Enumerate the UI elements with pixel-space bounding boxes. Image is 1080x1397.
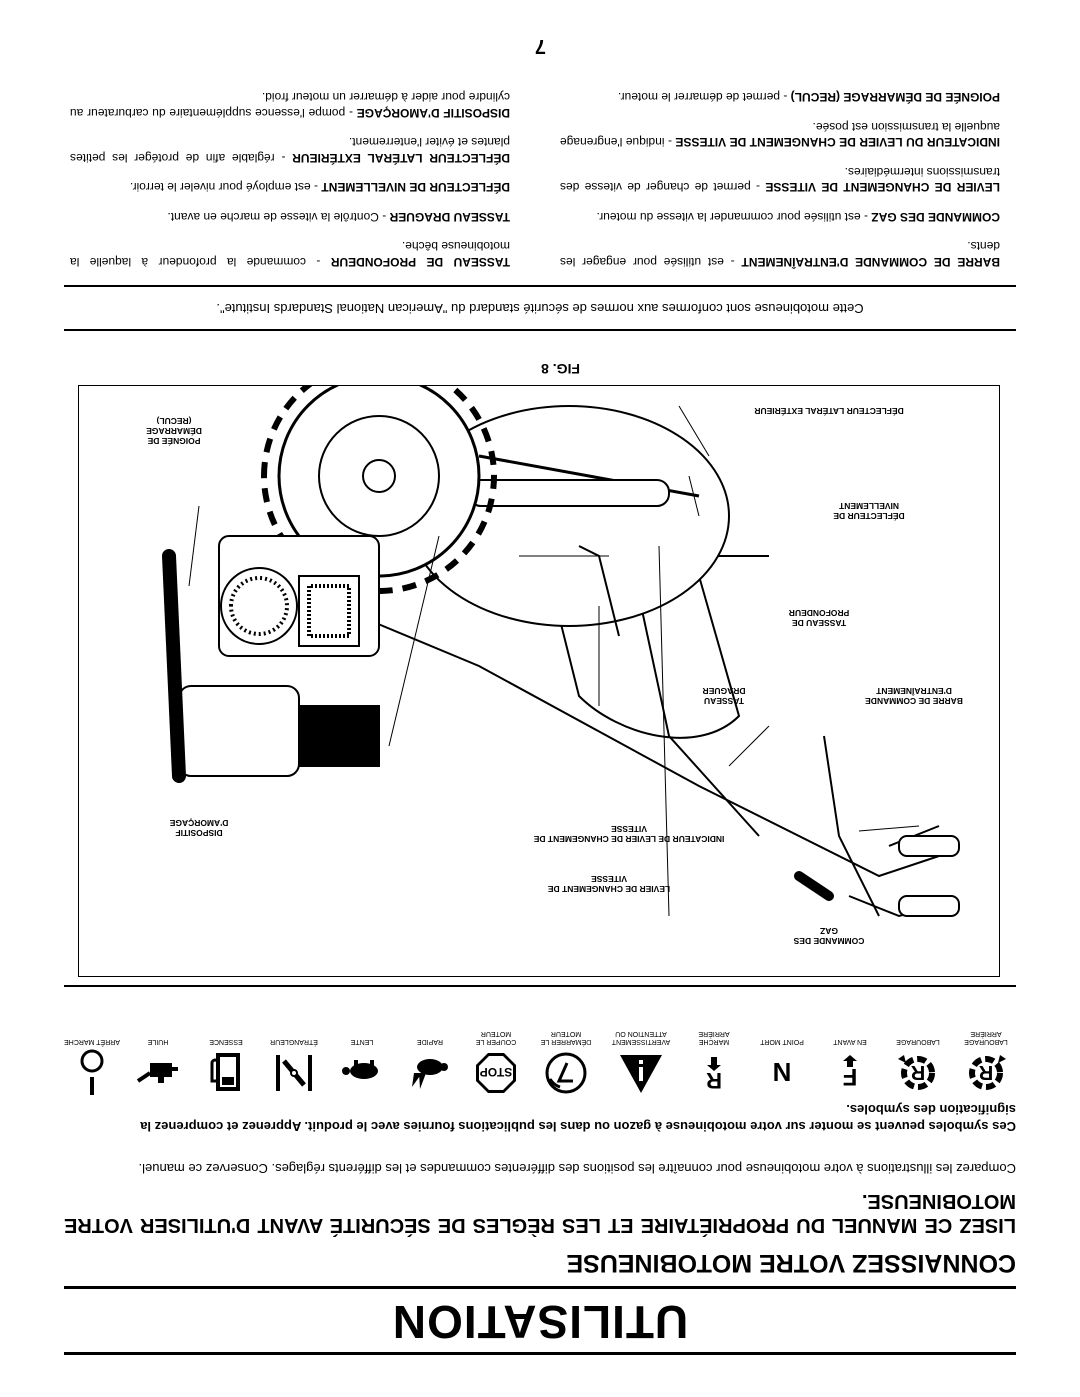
- neutral-icon: N: [773, 1057, 792, 1087]
- stop-sign-icon: STOP: [476, 1053, 516, 1093]
- symbol-on-off: ARRÊT MARCHE: [64, 1037, 120, 1097]
- forward-tine-icon: R: [898, 1055, 935, 1090]
- page-number: 7: [534, 35, 546, 57]
- warning-triangle-icon: [620, 1055, 662, 1093]
- svg-text:R: R: [910, 1061, 925, 1083]
- callout-primer: DISPOSITIF D'AMORÇAGE: [169, 818, 229, 838]
- symbol-label: DÉMARRER LE MOTEUR: [540, 1030, 592, 1045]
- symbol-label: POINT MORT: [760, 1038, 804, 1045]
- symbol-label: LABOURAGE: [896, 1038, 940, 1045]
- oil-can-icon: [136, 1063, 178, 1083]
- rabbit-icon: [412, 1059, 448, 1089]
- reverse-tine-icon: R: [968, 1055, 1006, 1090]
- callout-side-shield: DÉFLECTEUR LATÉRAL EXTÉRIEUR: [754, 406, 904, 416]
- symbol-label: LENTE: [350, 1038, 374, 1045]
- symbol-label: ESSENCE: [209, 1038, 243, 1045]
- callout-depth: TASSEAU DE PROFONDEUR: [788, 608, 850, 628]
- symbols-intro: Ces symboles peuvent se monter sur votre…: [64, 1101, 1016, 1135]
- symbol-reverse-tine: R LABOURAGE ARRIÈRE: [956, 1029, 1016, 1097]
- symbol-choke: ÉTRANGLEUR: [264, 1037, 324, 1097]
- descriptions-left: BARRE DE COMMANDE D'ENTRAÎNEMENT - est u…: [559, 75, 1000, 270]
- fig-rule: [64, 329, 1016, 331]
- section-subtitle: CONNAISSEZ VOTRE MOTOBINEUSE: [566, 1249, 1016, 1277]
- choke-icon: [276, 1055, 312, 1091]
- symbol-slow: LENTE: [332, 1037, 392, 1097]
- symbol-fuel: ESSENCE: [196, 1037, 256, 1097]
- callout-drag: TASSEAU DRAGUER: [702, 686, 746, 706]
- intro-paragraph: Comparez les illustrations à votre motob…: [138, 1161, 1016, 1176]
- forward-icon: F: [843, 1055, 858, 1090]
- page-title: UTILISATION: [391, 1296, 689, 1348]
- desc-leveling-shield: DÉFLECTEUR DE NIVELLEMENT - est employé …: [129, 180, 510, 195]
- title-rule: [64, 1286, 1016, 1289]
- on-off-icon: [80, 1049, 104, 1095]
- figure-8-illustration: COMMANDE DES GAZ LEVIER DE CHANGEMENT DE…: [78, 385, 1000, 977]
- symbol-label: COUPER LE MOTEUR: [475, 1030, 517, 1045]
- desc-depth-stake: TASSEAU DE PROFONDEUR - commande la prof…: [70, 239, 510, 270]
- symbol-fast: RAPIDE: [400, 1037, 460, 1097]
- symbol-start-engine: DÉMARRER LE MOTEUR: [534, 1029, 598, 1097]
- callout-throttle: COMMANDE DES GAZ: [793, 926, 865, 946]
- symbol-label: LABOURAGE ARRIÈRE: [964, 1030, 1008, 1045]
- svg-text:F: F: [843, 1063, 858, 1090]
- symbol-forward-tine: R LABOURAGE: [888, 1037, 948, 1097]
- symbols-rule: [64, 985, 1016, 987]
- desc-starter-handle: POIGNÉE DE DÉMARRAGE (RECUL) - permet de…: [617, 90, 1000, 105]
- desc-throttle: COMMANDE DES GAZ - est utilisée pour com…: [596, 210, 1000, 224]
- symbol-stop-engine: STOP COUPER LE MOTEUR: [466, 1029, 526, 1097]
- symbol-forward: F EN AVANT: [820, 1037, 880, 1097]
- symbol-oil: HUILE: [128, 1037, 188, 1097]
- tiller-drawing: [162, 386, 960, 918]
- top-rule: [64, 1352, 1016, 1355]
- reverse-icon: R: [706, 1057, 722, 1093]
- desc-primer: DISPOSITIF D'AMORÇAGE - pompe l'essence …: [70, 90, 510, 121]
- desc-side-shield: DÉFLECTEUR LATÉRAL EXTÉRIEUR - réglable …: [70, 135, 510, 166]
- standards-note: Cette motobineuse sont conformes aux nor…: [216, 301, 864, 316]
- callout-shift-lever: LEVIER DE CHANGEMENT DE VITESSE: [547, 874, 671, 894]
- symbol-label: MARCHE ARRIÈRE: [698, 1030, 730, 1045]
- callout-leveling: DÉFLECTEUR DE NIVELLEMENT: [833, 501, 905, 521]
- symbol-neutral: N POINT MORT: [752, 1037, 812, 1097]
- descriptions-right: TASSEAU DE PROFONDEUR - commande la prof…: [70, 75, 510, 270]
- symbol-label: ÉTRANGLEUR: [270, 1038, 318, 1045]
- callout-drive-bar: BARRE DE COMMANDE D'ENTRAÎNEMENT: [865, 686, 963, 706]
- fuel-pump-icon: [210, 1053, 240, 1091]
- symbol-label: AVERTISSEMENT ATTENTION OU: [611, 1030, 671, 1045]
- symbol-warning: AVERTISSEMENT ATTENTION OU: [606, 1029, 676, 1097]
- standards-rule: [64, 285, 1016, 287]
- turtle-icon: [342, 1060, 378, 1079]
- stop-sign-text: STOP: [480, 1065, 512, 1079]
- symbol-label: ARRÊT MARCHE: [64, 1038, 120, 1045]
- svg-text:N: N: [773, 1057, 792, 1087]
- symbol-label: RAPIDE: [416, 1038, 444, 1045]
- symbols-intro-text: Ces symboles peuvent se monter sur votre…: [140, 1102, 1016, 1134]
- desc-shift-lever: LEVIER DE CHANGEMENT DE VITESSE - permet…: [559, 165, 1000, 195]
- desc-drive-bar: BARRE DE COMMANDE D'ENTRAÎNEMENT - est u…: [559, 239, 1000, 270]
- section-heading: LISEZ CE MANUEL DU PROPRIÉTAIRE ET LES R…: [64, 1190, 1016, 1236]
- callout-handle: POIGNÉE DE DÉMARRAGE (RECUL): [146, 416, 202, 446]
- desc-drag-stake: TASSEAU DRAGUER - Contrôle la vitesse de…: [167, 210, 510, 224]
- svg-text:R: R: [706, 1068, 722, 1093]
- svg-text:R: R: [978, 1061, 993, 1083]
- figure-label: FIG. 8: [541, 361, 580, 377]
- start-engine-icon: [545, 1052, 587, 1094]
- symbol-reverse: R MARCHE ARRIÈRE: [684, 1029, 744, 1097]
- symbol-label: EN AVANT: [833, 1038, 867, 1045]
- callout-shift-indicator: INDICATEUR DE LEVIER DE CHANGEMENT DE VI…: [533, 824, 725, 844]
- desc-shift-indicator: INDICATEUR DU LEVIER DE CHANGEMENT DE VI…: [559, 120, 1000, 150]
- symbols-row: R LABOURAGE ARRIÈRE R LABOURAGE F EN AVA…: [64, 997, 1016, 1097]
- symbol-label: HUILE: [147, 1038, 169, 1045]
